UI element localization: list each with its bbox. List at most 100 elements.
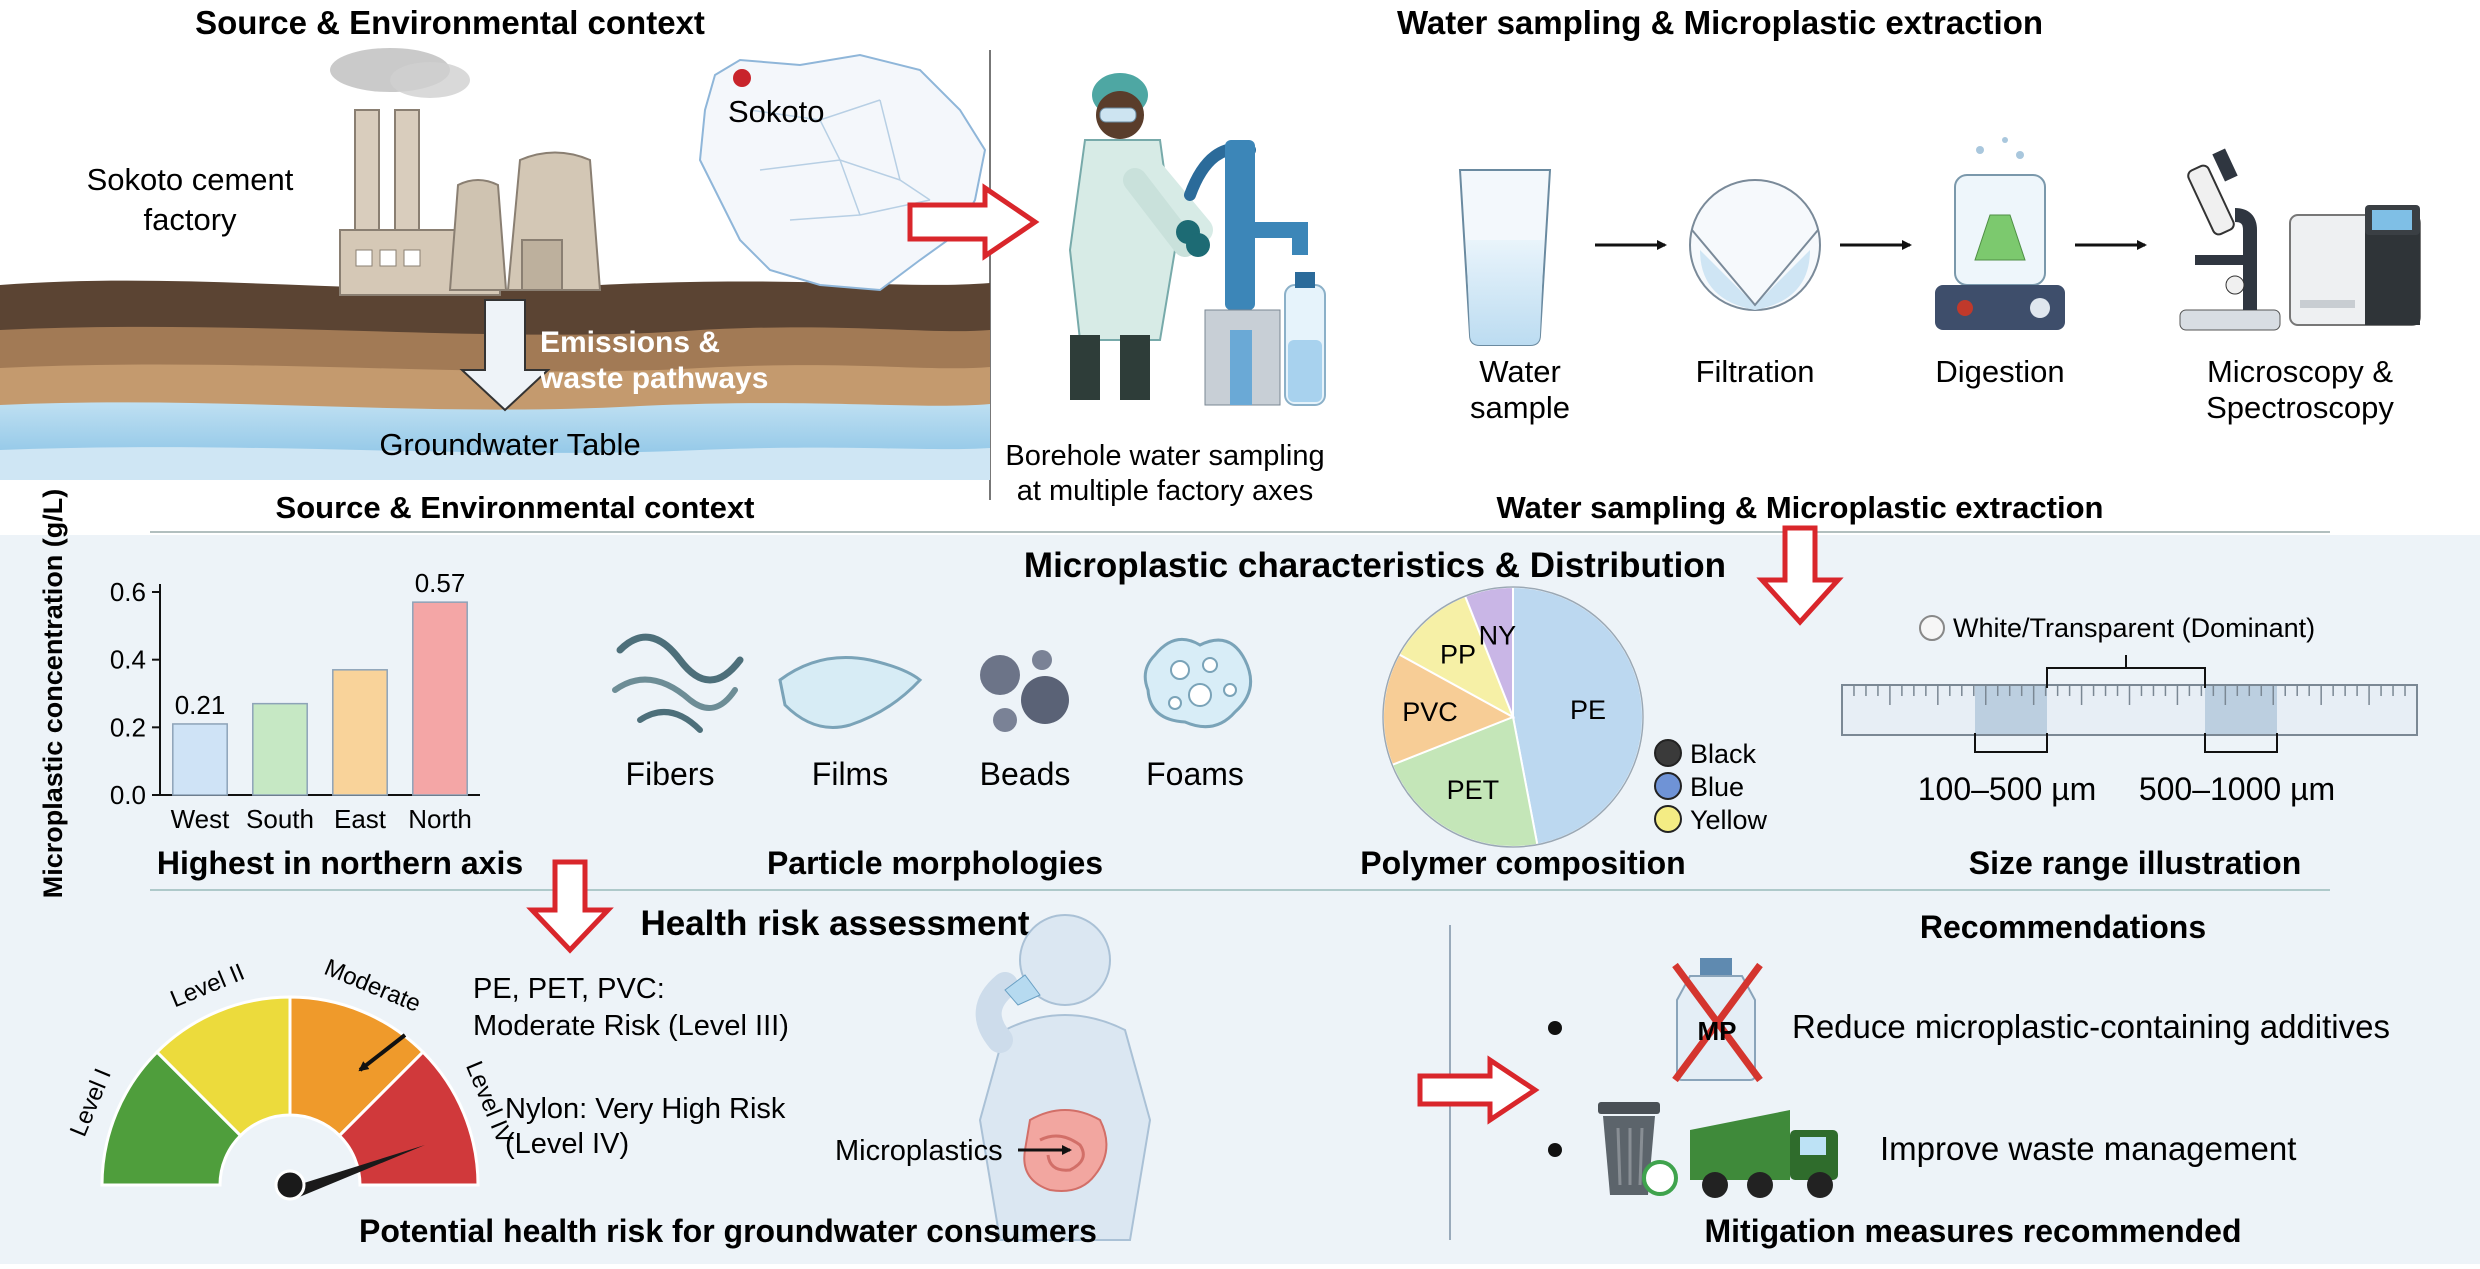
step-filtration-label: Filtration xyxy=(1696,354,1815,389)
beaker-icon xyxy=(1458,169,1552,346)
pie-outline xyxy=(1382,586,1644,848)
legend-blue-swatch xyxy=(1654,772,1682,800)
step-water-label-line2: sample xyxy=(1470,390,1570,425)
size-range-large: 500–1000 µm xyxy=(2139,771,2335,807)
gauge-pointer-arrow-icon xyxy=(358,1033,407,1072)
red-arrow-right-2-icon xyxy=(1417,1055,1540,1125)
human-body-icon xyxy=(975,914,1152,1241)
bar-data-label: 0.21 xyxy=(175,690,226,720)
legend-black-swatch xyxy=(1654,739,1682,767)
top-left-title: Source & Environmental context xyxy=(195,4,705,41)
bullet-2-icon xyxy=(1548,1143,1562,1157)
foams-icon xyxy=(1143,637,1253,729)
trash-bin-icon xyxy=(1598,1102,1678,1196)
step-microscopy-label-line2: Spectroscopy xyxy=(2206,390,2394,425)
crossed-bottle-icon xyxy=(1672,958,1763,1083)
emissions-label-line2: waste pathways xyxy=(539,362,768,395)
health-title: Health risk assessment xyxy=(640,904,1029,943)
microplastics-label: Microplastics xyxy=(835,1135,1003,1167)
groundwater-label: Groundwater Table xyxy=(379,427,640,462)
size-caption: Size range illustration xyxy=(1969,845,2302,881)
top-right-caption: Water sampling & Microplastic extraction xyxy=(1497,490,2104,525)
top-right-title: Water sampling & Microplastic extraction xyxy=(1397,4,2043,41)
bar-south xyxy=(252,702,308,796)
bar-category-label: North xyxy=(408,804,472,834)
gauge-needle-icon xyxy=(288,1145,425,1200)
morphology-label-foams: Foams xyxy=(1146,756,1244,792)
step-water-label-line1: Water xyxy=(1479,354,1561,389)
films-icon xyxy=(778,656,923,729)
step-digestion-label: Digestion xyxy=(1935,354,2064,389)
bar-west xyxy=(172,723,228,796)
bar-east xyxy=(332,669,388,796)
recommendations-caption: Mitigation measures recommended xyxy=(1704,1213,2241,1249)
fibers-icon xyxy=(612,633,744,733)
bar-ytick-label: 0.4 xyxy=(110,645,146,675)
morphology-label-fibers: Fibers xyxy=(626,756,715,792)
digestion-hotplate-icon xyxy=(1935,137,2065,330)
legend-blue-label: Blue xyxy=(1690,772,1744,802)
gauge-segment xyxy=(337,1049,480,1187)
pie-label: PVC xyxy=(1402,697,1458,727)
legend-yellow-swatch xyxy=(1654,805,1682,833)
bar-ytick-label: 0.6 xyxy=(110,577,146,607)
factory-label-line1: Sokoto cement xyxy=(87,162,294,197)
bar-ytick-label: 0.0 xyxy=(110,780,146,810)
hand-pump-icon xyxy=(1184,140,1326,406)
microscope-icon xyxy=(2179,148,2281,331)
ground-cross-section xyxy=(0,280,990,480)
bar-data-label: 0.57 xyxy=(415,568,466,598)
risk-note-2-line1: Nylon: Very High Risk xyxy=(505,1093,786,1125)
red-arrow-down-icon xyxy=(1756,525,1844,626)
ruler-icon xyxy=(1841,655,2418,753)
risk-note-1-line1: PE, PET, PVC: xyxy=(473,973,665,1005)
spectrometer-icon xyxy=(2289,205,2421,326)
map-label-sokoto: Sokoto xyxy=(728,94,825,129)
middle-title: Microplastic characteristics & Distribut… xyxy=(1024,546,1726,585)
gauge-pivot-icon xyxy=(274,1169,306,1201)
pie-label: PET xyxy=(1447,775,1500,805)
bar-category-label: East xyxy=(334,804,387,834)
bullet-1-icon xyxy=(1548,1021,1562,1035)
bar-north xyxy=(412,601,468,796)
bar-category-label: South xyxy=(246,804,314,834)
health-caption: Potential health risk for groundwater co… xyxy=(359,1213,1097,1249)
gauge-segment xyxy=(288,995,426,1138)
gauge-segment xyxy=(100,1049,243,1187)
bar-chart-ylabel: Microplastic concentration (g/L) xyxy=(38,489,68,899)
size-range-small: 100–500 µm xyxy=(1918,771,2097,807)
filter-icon xyxy=(1689,179,1821,311)
morphology-caption: Particle morphologies xyxy=(767,845,1103,881)
morphology-label-beads: Beads xyxy=(980,756,1071,792)
borehole-label-line1: Borehole water sampling xyxy=(1005,440,1324,472)
garbage-truck-icon xyxy=(1690,1110,1838,1198)
size-legend-swatch xyxy=(1919,615,1945,641)
red-arrow-down-left-icon xyxy=(526,859,614,954)
person-sampling-icon xyxy=(1068,73,1213,400)
top-left-caption: Source & Environmental context xyxy=(276,490,755,525)
morphology-label-films: Films xyxy=(812,756,888,792)
color-legend: Black Blue Yellow xyxy=(1654,739,1768,835)
emission-down-arrow-icon xyxy=(459,299,551,412)
recommendation-2-text: Improve waste management xyxy=(1880,1130,2296,1167)
risk-note-1-line2: Moderate Risk (Level III) xyxy=(473,1010,789,1042)
pie-label: NY xyxy=(1479,620,1517,650)
emissions-label-line1: Emissions & xyxy=(540,326,720,359)
pie-label: PP xyxy=(1440,640,1476,670)
factory-icon xyxy=(330,48,602,296)
recommendations-title: Recommendations xyxy=(1920,909,2206,945)
nigeria-map-icon xyxy=(698,53,987,292)
polymer-caption: Polymer composition xyxy=(1360,845,1685,881)
risk-note-2-line2: (Level IV) xyxy=(505,1128,629,1160)
recommendation-1-text: Reduce microplastic-containing additives xyxy=(1792,1008,2390,1045)
legend-yellow-label: Yellow xyxy=(1690,805,1768,835)
mp-badge: MP xyxy=(1698,1016,1737,1046)
bar-ytick-label: 0.2 xyxy=(110,712,146,742)
beads-icon xyxy=(980,650,1069,732)
legend-black-label: Black xyxy=(1690,739,1757,769)
bar-category-label: West xyxy=(171,804,231,834)
